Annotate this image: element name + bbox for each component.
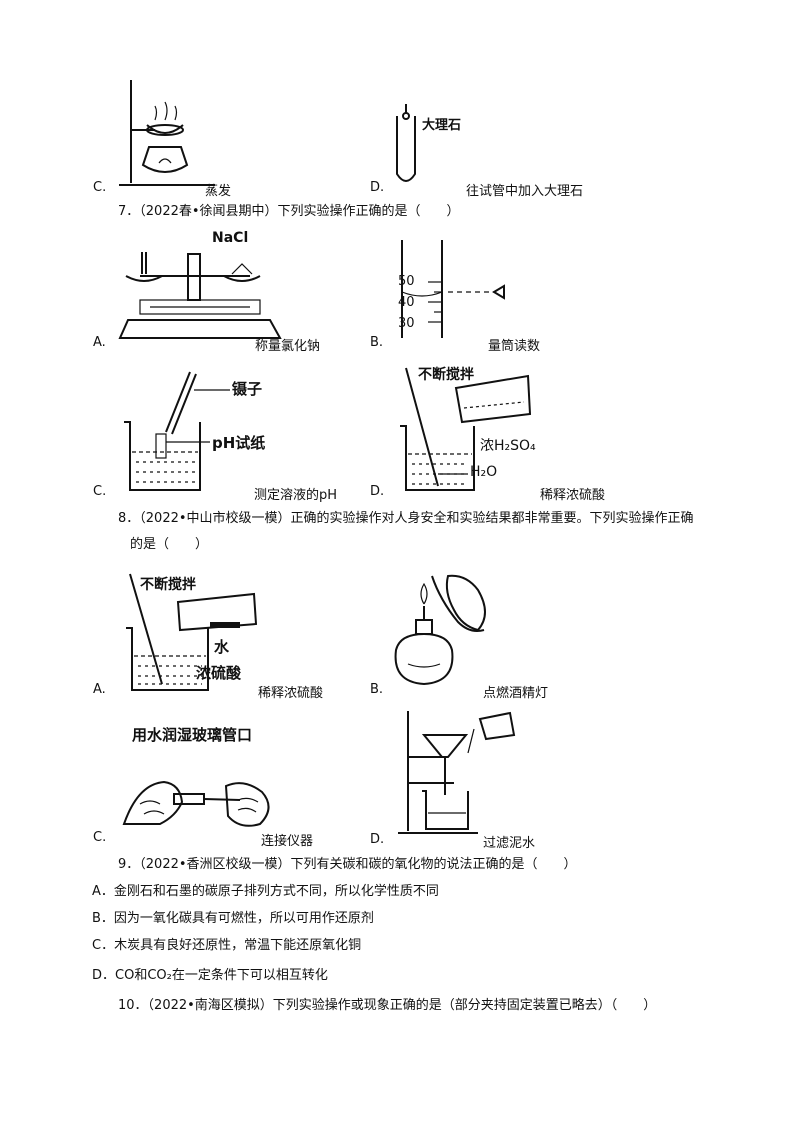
q6-option-c-letter[interactable]: C. xyxy=(93,180,107,195)
q7-option-d[interactable]: 不断搅拌 浓H₂SO₄ H₂O D. 稀释浓硫酸 xyxy=(368,360,768,503)
q8-option-a-caption: 稀释浓硫酸 xyxy=(258,686,324,701)
q7-option-a-letter[interactable]: A. xyxy=(93,335,106,350)
q9-option-c[interactable]: C．木炭具有良好还原性，常温下能还原氧化铜 xyxy=(92,938,362,953)
q9-option-b[interactable]: B．因为一氧化碳具有可燃性，所以可用作还原剂 xyxy=(92,911,374,926)
q8-conc-acid-label: 浓硫酸 xyxy=(196,664,242,682)
q6-option-d-caption: 往试管中加入大理石 xyxy=(466,184,584,199)
q8-stem-line2: 的是（ ） xyxy=(130,537,209,552)
q6-option-c-caption: 蒸发 xyxy=(205,184,232,199)
q8-option-d-letter[interactable]: D. xyxy=(370,832,385,847)
q8-option-a[interactable]: 不断搅拌 水 浓硫酸 A. 稀释浓硫酸 xyxy=(90,570,390,701)
q6-option-c: C. 蒸发 xyxy=(0,70,400,200)
q8-option-c-letter[interactable]: C. xyxy=(93,830,107,845)
q7-stem: 7．（2022春•徐闻县期中）下列实验操作正确的是（ ） xyxy=(118,204,460,219)
q7-option-a-caption: 称量氯化钠 xyxy=(255,339,321,354)
ph-test-figure xyxy=(124,371,230,491)
q7-ph-paper-label: pH试纸 xyxy=(212,434,266,452)
q7-conc-h2so4-label: 浓H₂SO₄ xyxy=(480,438,536,454)
q7-option-b-caption: 量筒读数 xyxy=(488,339,541,354)
balance-figure xyxy=(118,252,282,339)
dilute-acid-figure xyxy=(400,367,532,491)
connect-tubes-figure xyxy=(122,780,270,827)
q7-option-a[interactable]: NaCl A. 称量氯化钠 xyxy=(90,228,390,358)
q8-option-c-caption: 连接仪器 xyxy=(261,834,314,849)
q8-option-c[interactable]: 用水润湿玻璃管口 C. 连接仪器 xyxy=(90,720,390,850)
q7-option-c-caption: 测定溶液的pH xyxy=(254,488,338,503)
q7-option-b-letter[interactable]: B. xyxy=(370,335,384,350)
q8-stem-line1: 8．（2022•中山市校级一模）正确的实验操作对人身安全和实验结果都非常重要。下… xyxy=(118,511,694,526)
q8-option-d-caption: 过滤泥水 xyxy=(483,836,536,851)
q7-tick-30: 30 xyxy=(398,316,415,331)
q7-option-c-letter[interactable]: C. xyxy=(93,484,107,499)
q7-option-d-letter[interactable]: D. xyxy=(370,484,385,499)
q7-tweezers-label: 镊子 xyxy=(232,380,263,398)
evaporation-apparatus-figure xyxy=(119,80,215,186)
q8-option-a-letter[interactable]: A. xyxy=(93,682,106,697)
dilute-acid-wrong-figure xyxy=(126,573,258,691)
q9-option-d[interactable]: D．CO和CO₂在一定条件下可以相互转化 xyxy=(92,968,328,983)
q7-tick-50: 50 xyxy=(398,274,415,289)
q7-option-d-caption: 稀释浓硫酸 xyxy=(540,488,606,503)
q7-nacl-label: NaCl xyxy=(212,230,249,246)
q7-tick-40: 40 xyxy=(398,295,415,310)
q7-water-label: H₂O xyxy=(470,464,498,480)
q6-option-d-letter[interactable]: D. xyxy=(370,180,385,195)
q6-marble-label: 大理石 xyxy=(422,118,462,133)
q8-stir-label: 不断搅拌 xyxy=(140,577,196,593)
q8-option-b-letter[interactable]: B. xyxy=(370,682,384,697)
q7-option-c[interactable]: 镊子 pH试纸 C. 测定溶液的pH xyxy=(90,360,390,503)
q6-option-d: 大理石 D. 往试管中加入大理石 xyxy=(370,70,794,200)
q8-water-label: 水 xyxy=(214,638,230,656)
q7-option-b[interactable]: 50 40 30 B. 量筒读数 xyxy=(368,228,768,358)
q7-stir-label: 不断搅拌 xyxy=(418,367,474,383)
q8-wet-glass-label: 用水润湿玻璃管口 xyxy=(132,726,253,744)
q10-stem: 10．（2022•南海区模拟）下列实验操作或现象正确的是（部分夹持固定装置已略去… xyxy=(118,998,657,1013)
q8-option-b-caption: 点燃酒精灯 xyxy=(483,686,549,701)
q8-option-d[interactable]: D. 过滤泥水 xyxy=(368,705,768,851)
q9-stem: 9．（2022•香洲区校级一模）下列有关碳和碳的氧化物的说法正确的是（ ） xyxy=(118,857,577,872)
test-tube-figure xyxy=(396,104,416,182)
filtration-figure xyxy=(398,711,516,834)
alcohol-lamp-figure xyxy=(394,574,486,686)
q8-option-b[interactable]: B. 点燃酒精灯 xyxy=(368,570,768,701)
q9-option-a[interactable]: A．金刚石和石墨的碳原子排列方式不同，所以化学性质不同 xyxy=(92,884,439,899)
graduated-cylinder-figure xyxy=(401,240,505,338)
